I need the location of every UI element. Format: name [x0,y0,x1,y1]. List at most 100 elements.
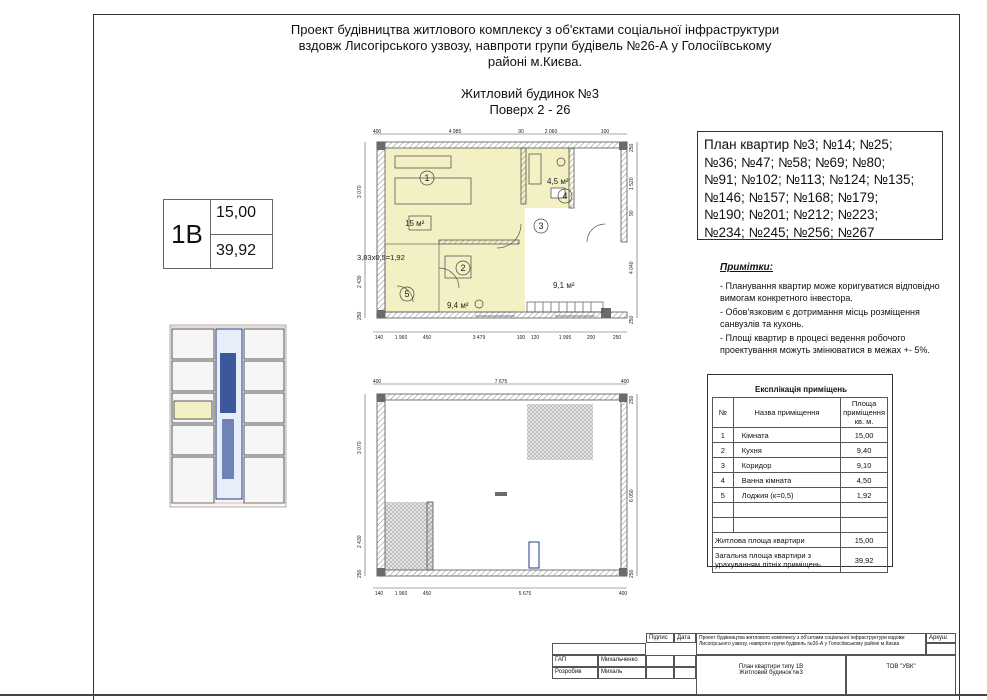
total-area-total: 39,92 [840,547,888,573]
dim-right-3: 4 040 [629,261,635,274]
row-area: 1,92 [840,487,888,503]
title-line-1: Проект будівництва житлового комплексу з… [290,22,780,37]
table-row: 4 Ванна кімната 4,50 [712,472,888,488]
dim-bottom-6: 1 995 [559,335,572,341]
tb-dev-name: Михаль [598,667,646,679]
room-marker-3 [533,218,549,234]
total-area-label: Загальна площа квартири з урахуванням лі… [711,547,842,573]
key-plan-highlight-apartment [173,400,213,420]
table-row: 5 Лоджия (к=0,5) 1,92 [712,487,888,503]
tb-project-name: Проект будівництва житлового комплексу з… [696,633,926,655]
dim-top-3: 2 060 [545,129,558,135]
furniture [394,153,566,309]
room-number-4: 4 [562,191,567,201]
table-row-empty [712,517,888,533]
dim-left-1: 2 430 [357,275,363,288]
explication-grid: № Назва приміщення Площа приміщення кв. … [711,397,888,573]
tb-dev-sign [646,667,674,679]
bed [394,177,472,205]
dim-bottom-0: 140 [375,335,384,341]
lower-wet-zone [527,404,593,460]
key-plan-stair-core [220,353,236,479]
notes-block: Примітки: - Планування квартир може кори… [720,262,950,358]
room-3-fill [525,208,605,312]
explication-caption: Експлікація приміщень [754,385,848,394]
row-area: 15,00 [840,427,888,443]
note-item: - Обов'язковим є дотримання місць розміщ… [720,307,920,329]
dining-table [444,255,472,279]
upper-dimension-lines [364,133,638,333]
table-row-empty [712,502,888,518]
row-area: 9,40 [840,442,888,458]
lower-dim-left-1: 2 430 [357,535,363,548]
tb-gap-label: ГАП [552,655,598,667]
lower-dim-left-2: 250 [357,569,363,578]
lower-dim-bottom-3: 5 675 [519,591,532,597]
apt-list-line: №190; №201; №212; №223; [704,207,879,222]
stove [474,299,484,309]
room-explication-table: Експлікація приміщень № Назва приміщення… [707,374,893,573]
apt-list-line: №146; №157; №168; №179; [704,189,879,205]
dim-bottom-5: 120 [531,335,540,341]
dim-bottom-4: 100 [517,335,526,341]
dim-right-1: 1 520 [629,177,635,190]
apartment-numbers-list: План квартир №3; №14; №25; №36; №47; №58… [697,131,943,240]
row-area: 4,50 [840,472,888,488]
apartment-plan-lower: 400 7 675 400 140 1 960 450 5 675 400 3 … [357,379,638,597]
apt-list-line: №234; №245; №256; №267 [704,224,875,240]
tb-sign-label: Підпис [646,633,674,643]
dim-bottom-3: 3 479 [473,335,486,341]
dim-top-1: 4 985 [449,129,462,135]
room-markers [399,170,573,302]
room-number-3: 3 [538,221,543,231]
living-area-row: Житлова площа квартири 15,00 [711,532,888,548]
building-subtitle: Житловий будинок №3 Поверх 2 - 26 [420,86,640,118]
header-area: Площа приміщення кв. м. [840,397,888,428]
living-area-total: 15,00 [840,532,888,548]
room-marker-1 [419,170,435,186]
lower-dim-bottom-4: 400 [619,591,628,597]
tb-sheet-number [926,643,956,655]
project-title: Проект будівництва житлового комплексу з… [255,22,815,70]
row-name: Лоджия (к=0,5) [732,487,842,503]
header-number: № [712,397,734,428]
toilet [556,157,566,167]
lower-dim-bottom-1: 1 960 [395,591,408,597]
room-area-2: 9,4 м² [447,301,469,310]
wardrobe [394,155,452,169]
dim-bottom-2: 450 [423,335,432,341]
notes-heading: Примітки: [720,262,773,273]
room-area-4: 4,5 м² [547,177,569,186]
lower-dimension-lines [364,383,638,589]
note-item: - Планування квартир може коригуватися в… [720,281,940,303]
door-swings [396,223,606,303]
table-row: 3 Коридор 9,10 [712,457,888,473]
lower-riser [528,541,540,569]
lower-dim-right-0: 250 [629,395,635,404]
apt-list-line: План квартир №3; №14; №25; [704,137,893,152]
dim-bottom-8: 250 [613,335,622,341]
row-name: Ванна кімната [732,472,842,488]
row-area: 9,10 [840,457,888,473]
lower-dim-bottom-0: 140 [375,591,384,597]
header-room-name: Назва приміщення [732,397,842,428]
lower-dim-top-1: 7 675 [495,379,508,385]
apt-list-line: №91; №102; №113; №124; №135; [704,172,915,187]
room-number-1: 1 [424,173,429,183]
row-number: 2 [712,442,734,458]
title-block: Підпис Дата Проект будівництва житлового… [552,633,956,695]
tb-gap-sign [646,655,674,667]
tb-company: ТОВ "УВК" [846,655,956,695]
row-number: 5 [712,487,734,503]
sofa [408,215,432,231]
lower-dim-top-0: 400 [373,379,382,385]
lower-dim-left-0: 3 070 [357,441,363,454]
tb-sheet-title: План квартири типу 1В Житловий будинок №… [696,655,846,695]
dim-top-2: 90 [518,129,524,135]
apartment-type-code: 1В [164,200,211,268]
tb-dev-date [674,667,696,679]
dim-bottom-1: 1 960 [395,335,408,341]
room-marker-2 [455,260,471,276]
dim-bottom-7: 200 [587,335,596,341]
room-number-5: 5 [404,289,409,299]
